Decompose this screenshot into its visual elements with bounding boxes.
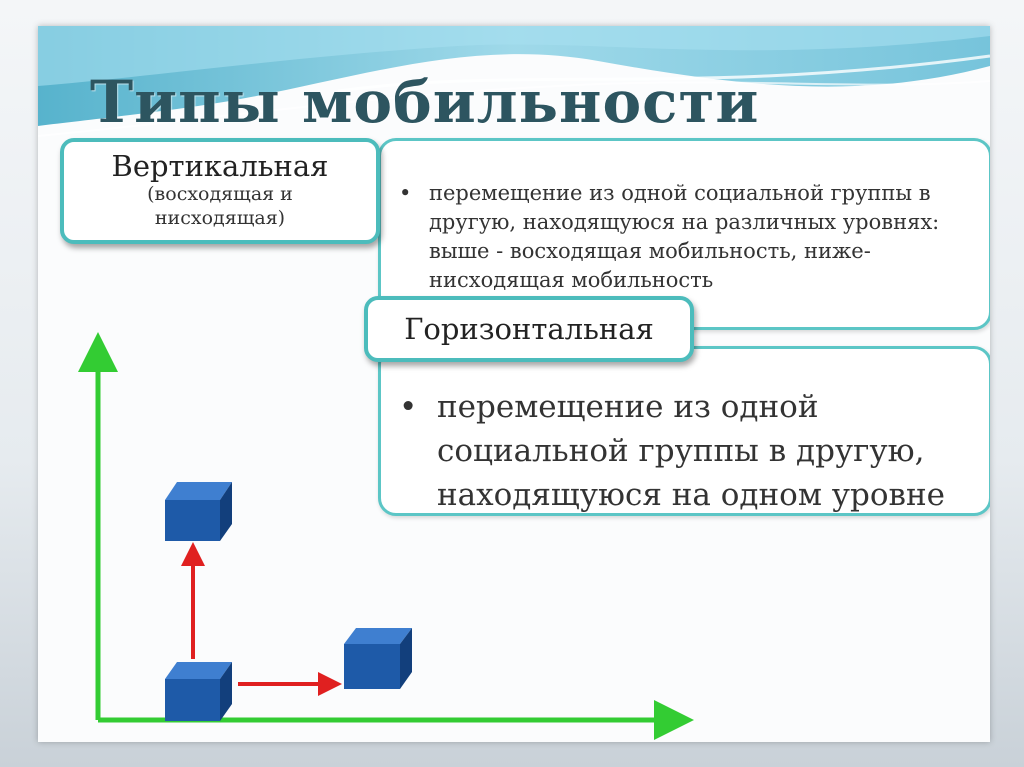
cube-top xyxy=(165,482,232,541)
vertical-label-box: Вертикальная (восходящая и нисходящая) xyxy=(60,138,380,244)
slide: Типы мобильности перемещение из одной со… xyxy=(38,26,990,742)
horizontal-description: перемещение из одной социальной группы в… xyxy=(399,385,987,517)
cube-right xyxy=(344,628,412,689)
vertical-sublabel-line2: нисходящая) xyxy=(154,207,286,229)
vertical-description: перемещение из одной социальной группы в… xyxy=(399,179,989,295)
horizontal-label-box: Горизонтальная xyxy=(364,296,694,362)
mobility-diagram xyxy=(78,332,694,740)
vertical-label: Вертикальная xyxy=(111,149,329,183)
decorative-waves xyxy=(38,26,990,137)
cube-origin xyxy=(165,662,232,721)
vertical-sublabel-line1: (восходящая и xyxy=(147,183,293,205)
page-title: Типы мобильности xyxy=(90,68,760,136)
horizontal-label: Горизонтальная xyxy=(404,312,654,346)
